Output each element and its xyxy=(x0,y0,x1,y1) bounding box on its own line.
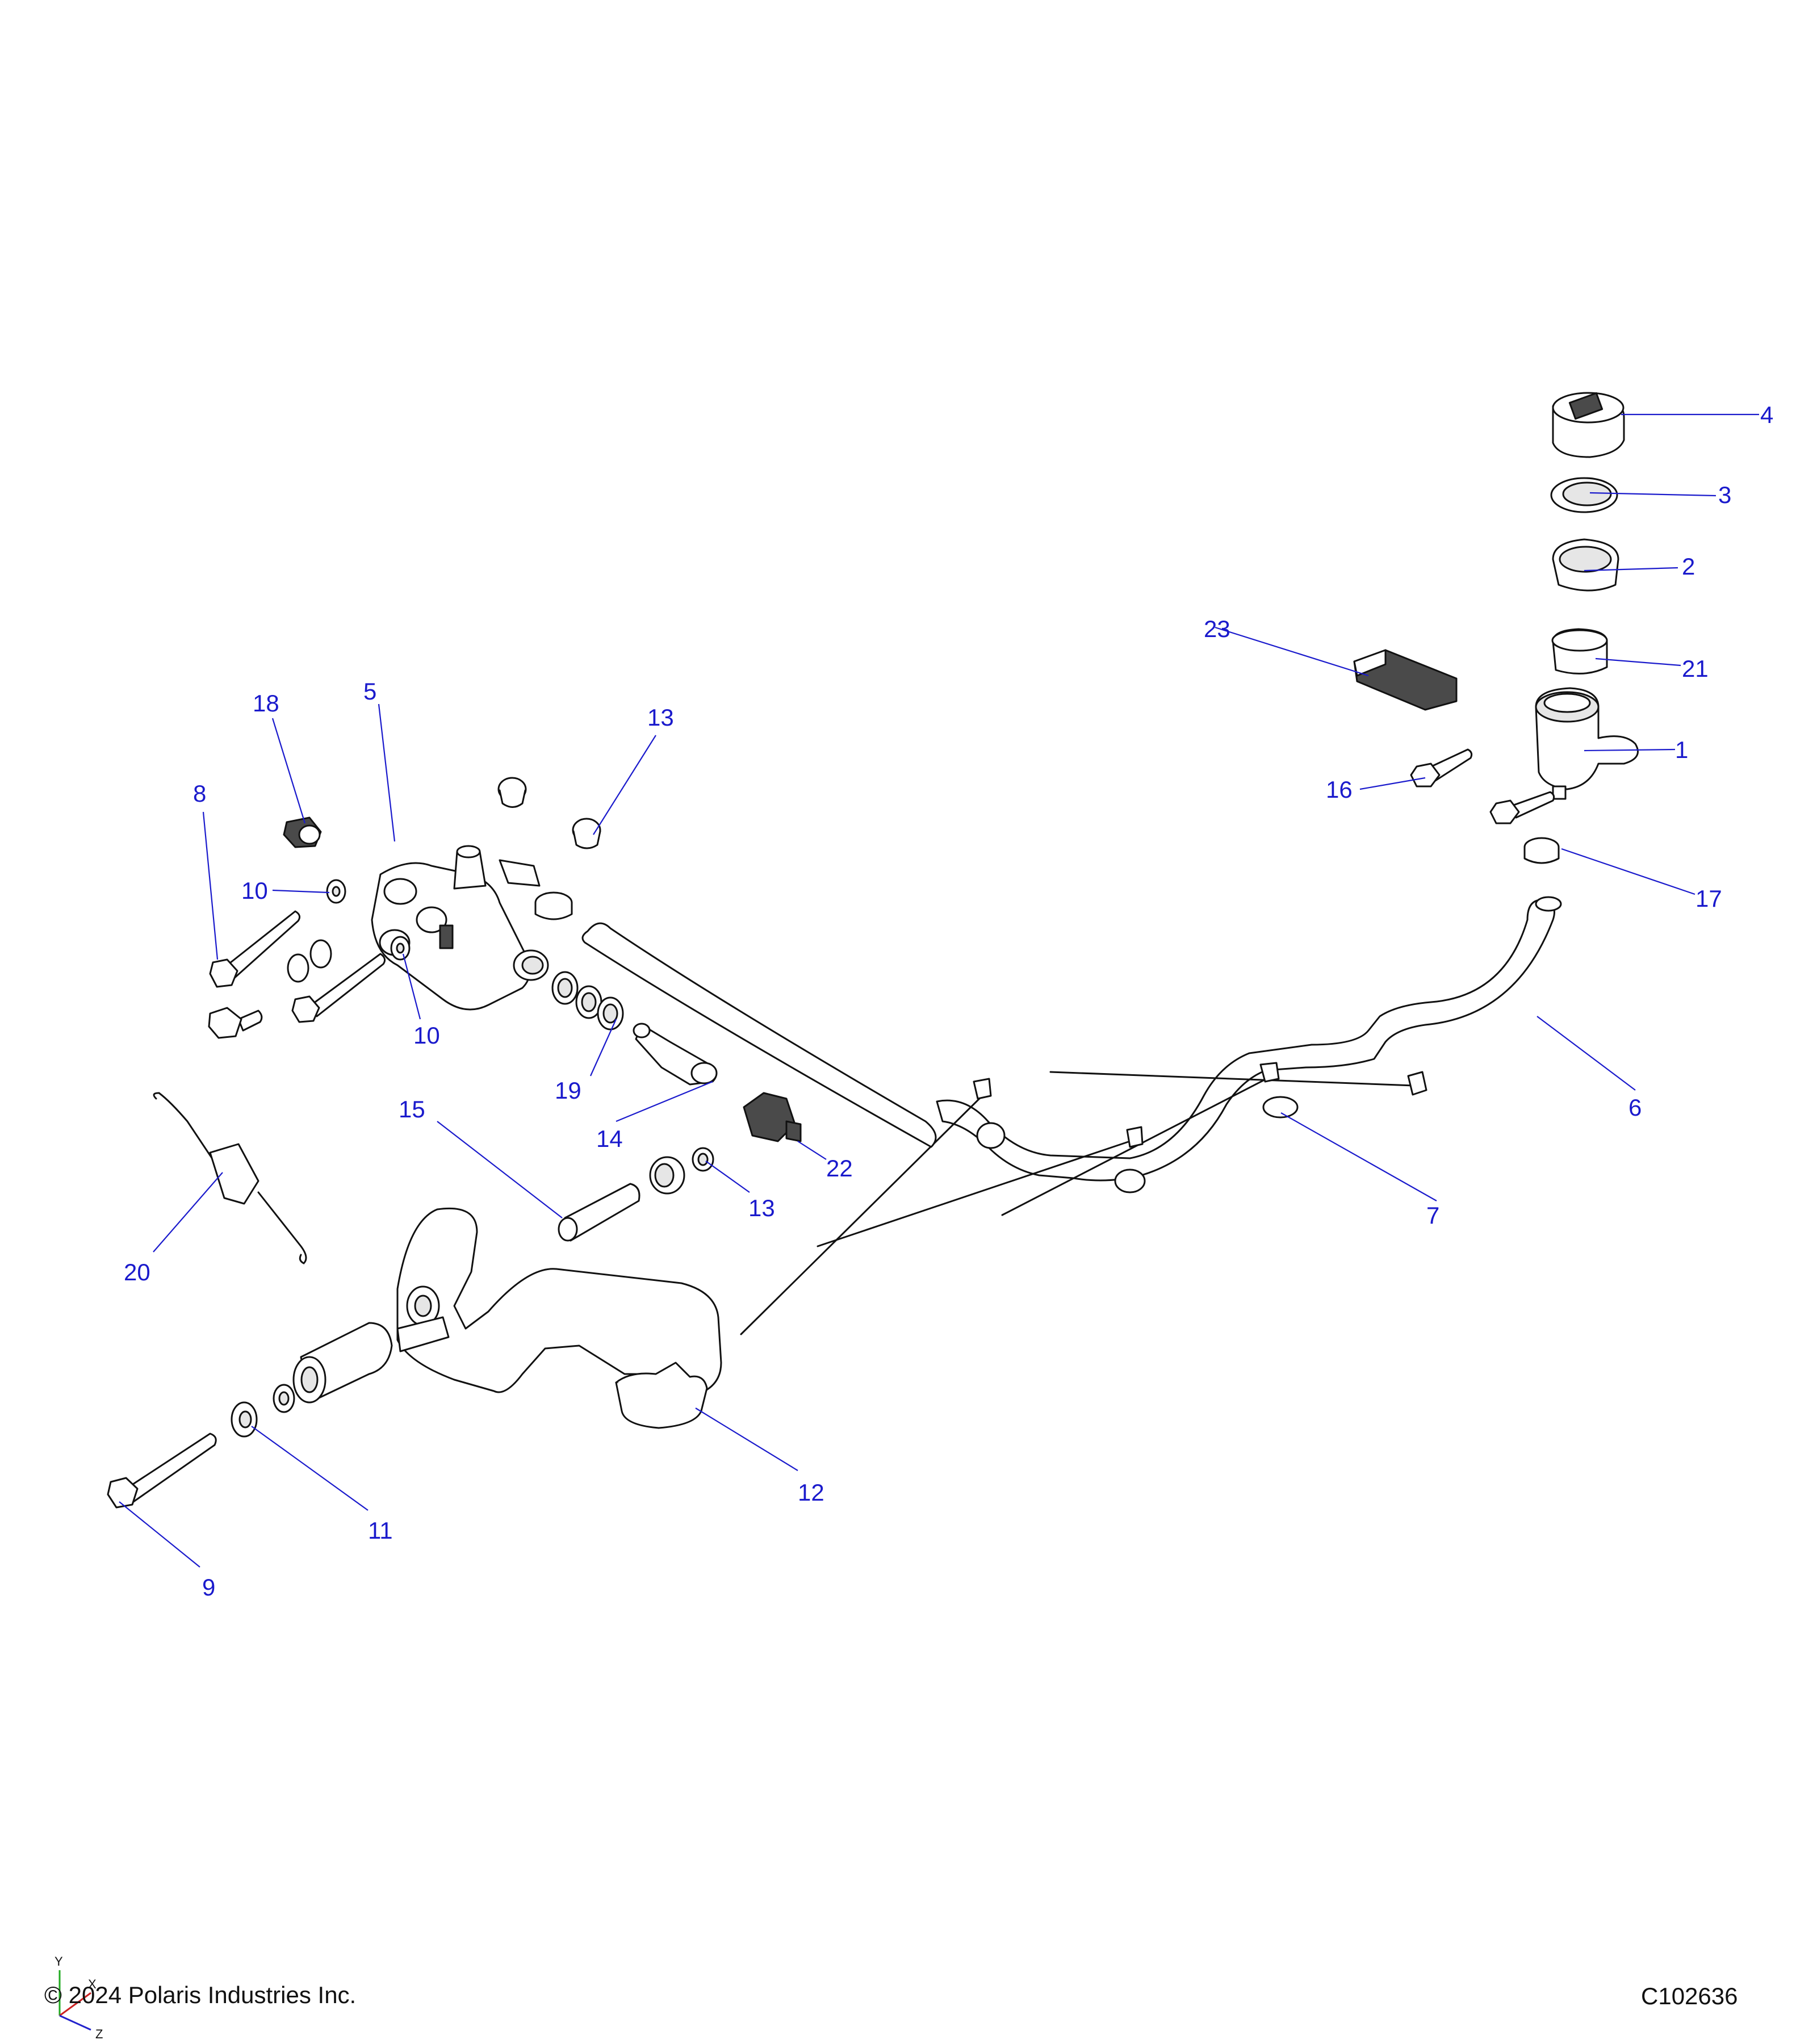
callout-1: 1 xyxy=(1675,736,1688,763)
callout-5: 5 xyxy=(363,678,376,705)
callout-19: 19 xyxy=(555,1077,581,1104)
callout-4: 4 xyxy=(1760,401,1773,428)
sleeve-part xyxy=(558,1183,640,1242)
callout-6: 6 xyxy=(1628,1094,1642,1121)
callout-15: 15 xyxy=(399,1096,425,1122)
callout-23: 23 xyxy=(1204,615,1230,642)
diaphragm-part xyxy=(1552,538,1619,592)
callout-9: 9 xyxy=(202,1574,215,1601)
callout-13-lower: 13 xyxy=(748,1195,775,1221)
cylinder-bolt-part xyxy=(208,910,386,1039)
callout-7: 7 xyxy=(1426,1202,1439,1229)
pivot-bolt-part xyxy=(107,1433,217,1509)
axis-y-label: Y xyxy=(55,1954,63,1968)
axis-x-label: X xyxy=(88,1977,97,1991)
callout-22: 22 xyxy=(826,1155,853,1182)
diaphragm-plate-part xyxy=(1550,477,1618,513)
bracket-bar-part xyxy=(1353,649,1458,711)
feed-hose-part xyxy=(936,896,1562,1182)
brake-pedal-part xyxy=(396,1207,722,1429)
reservoir-cap-part xyxy=(1552,392,1625,458)
callout-3: 3 xyxy=(1718,481,1731,508)
callout-21: 21 xyxy=(1682,655,1709,682)
grommet-part xyxy=(497,777,601,849)
bleeder-screw-part xyxy=(283,816,322,848)
push-rod-part xyxy=(633,1023,718,1086)
reservoir-body-part xyxy=(1535,687,1639,800)
callout-2: 2 xyxy=(1682,553,1695,580)
callout-11: 11 xyxy=(368,1517,393,1544)
washer-part xyxy=(287,879,411,983)
callout-12: 12 xyxy=(798,1479,824,1506)
hose-clamp-small-part xyxy=(534,891,573,920)
callout-labels: 1 2 3 4 5 6 7 8 9 10 10 11 12 13 13 14 1… xyxy=(124,401,1773,1601)
callout-8: 8 xyxy=(193,780,206,807)
axis-triad: Y X Z xyxy=(55,1954,103,2041)
return-spring-part xyxy=(153,1092,307,1264)
axis-z-label: Z xyxy=(95,2027,103,2041)
leader-lines xyxy=(119,413,1759,1568)
callout-20: 20 xyxy=(124,1259,150,1285)
callout-16: 16 xyxy=(1326,776,1353,803)
pivot-tube-part xyxy=(292,1322,393,1404)
adjuster-nut-part xyxy=(743,1092,802,1142)
callout-10-lower: 10 xyxy=(413,1022,440,1049)
drawing-code: C102636 xyxy=(1641,1983,1738,2009)
return-hose-part xyxy=(581,922,937,1148)
cable-tie-part xyxy=(740,1062,1427,1335)
callout-14: 14 xyxy=(596,1125,623,1152)
o-ring-part xyxy=(551,971,624,1031)
pivot-washer-part xyxy=(231,1384,295,1438)
copyright-text: © 2024 Polaris Industries Inc. xyxy=(44,1982,356,2008)
master-cylinder-part xyxy=(371,845,549,1011)
callout-18: 18 xyxy=(253,690,279,717)
callout-17: 17 xyxy=(1695,885,1722,912)
bushing-part xyxy=(649,1147,714,1195)
callout-10-upper: 10 xyxy=(241,877,268,904)
mounting-bolt-part xyxy=(1410,748,1555,824)
callout-13-upper: 13 xyxy=(647,704,674,731)
hose-clamp-part xyxy=(1523,837,1560,864)
float-part xyxy=(1551,628,1608,675)
